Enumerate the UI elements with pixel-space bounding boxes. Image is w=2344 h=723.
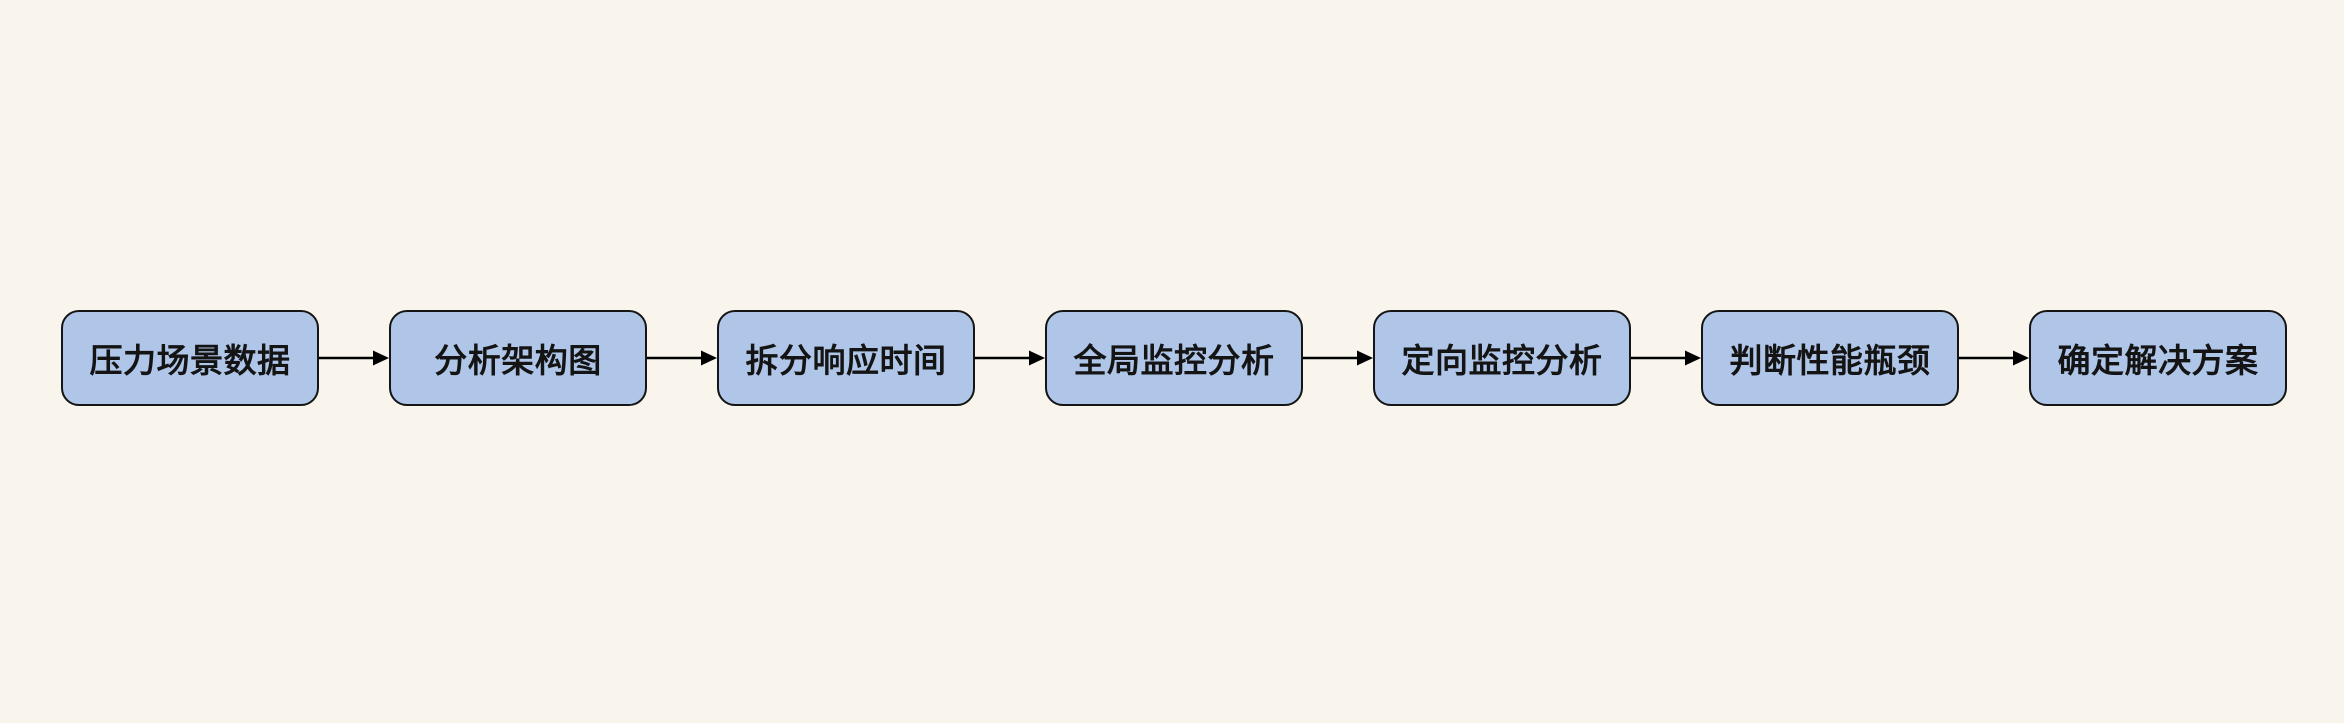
flow-node-split-response-time: 拆分响应时间 xyxy=(717,310,975,406)
flow-node-targeted-monitoring-analysis: 定向监控分析 xyxy=(1373,310,1631,406)
node-label: 判断性能瓶颈 xyxy=(1729,342,1931,379)
flow-node-analyze-architecture: 分析架构图 xyxy=(389,310,647,406)
flow-node-global-monitoring-analysis: 全局监控分析 xyxy=(1045,310,1303,406)
arrow-right-icon xyxy=(1631,346,1701,370)
node-label: 拆分响应时间 xyxy=(745,342,947,379)
arrow-right-icon xyxy=(647,346,717,370)
arrow-right-icon xyxy=(319,346,389,370)
node-label: 压力场景数据 xyxy=(89,342,291,379)
arrow-right-icon xyxy=(1959,346,2029,370)
flow-row: 压力场景数据 分析架构图 拆分响应时间 xyxy=(61,310,2287,406)
node-label: 定向监控分析 xyxy=(1401,342,1603,379)
flow-node-determine-solution: 确定解决方案 xyxy=(2029,310,2287,406)
flow-node-pressure-scenario-data: 压力场景数据 xyxy=(61,310,319,406)
node-label: 分析架构图 xyxy=(434,342,602,379)
arrow-right-icon xyxy=(975,346,1045,370)
flow-node-determine-performance-bottleneck: 判断性能瓶颈 xyxy=(1701,310,1959,406)
node-label: 确定解决方案 xyxy=(2057,342,2259,379)
arrow-right-icon xyxy=(1303,346,1373,370)
node-label: 全局监控分析 xyxy=(1073,342,1275,379)
